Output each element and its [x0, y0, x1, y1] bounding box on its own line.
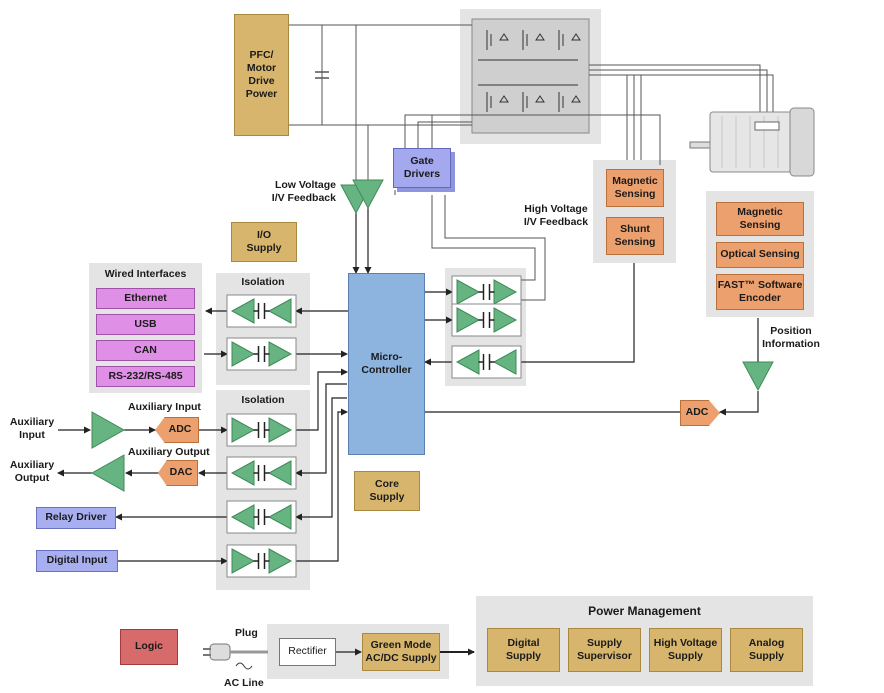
microcontroller: Micro- Controller	[348, 273, 425, 455]
auxiliary-input-label: Auxiliary Input	[9, 416, 55, 442]
isolator-4	[226, 500, 297, 534]
motor-icon	[689, 107, 815, 177]
isolation-capacitor-icon	[253, 346, 270, 362]
isolation-capacitor-icon	[253, 465, 270, 481]
lv-feedback-amp-2	[352, 179, 384, 210]
magnetic-sensing-position: Magnetic Sensing	[716, 202, 804, 236]
isolator-amp-icon	[492, 349, 517, 375]
pfc-motor-drive-power: PFC/ Motor Drive Power	[234, 14, 289, 136]
isolator-amp-icon	[231, 548, 256, 574]
analog-supply: Analog Supply	[730, 628, 803, 672]
isolation-capacitor-icon	[253, 422, 270, 438]
aux-output-dac: DAC	[158, 460, 198, 486]
supply-supervisor: Supply Supervisor	[568, 628, 641, 672]
isolator-amp-icon	[267, 298, 292, 324]
low-voltage-feedback-label: Low Voltage I/V Feedback	[271, 179, 336, 205]
isolator-amp-icon	[267, 504, 292, 530]
isolator-7	[451, 303, 522, 337]
shunt-sensing: Shunt Sensing	[606, 217, 664, 255]
isolator-2	[226, 413, 297, 447]
auxiliary-input-title: Auxiliary Input	[128, 401, 201, 413]
amplifiers	[90, 179, 774, 492]
isolator-1	[226, 337, 297, 371]
isolation-title-top: Isolation	[241, 276, 285, 288]
position-amp	[742, 361, 774, 392]
high-voltage-feedback-label: High Voltage I/V Feedback	[523, 203, 589, 229]
isolator-5	[226, 544, 297, 578]
can: CAN	[96, 340, 195, 361]
ethernet: Ethernet	[96, 288, 195, 309]
magnetic-sensing-current: Magnetic Sensing	[606, 169, 664, 207]
logic-block: Logic	[120, 629, 178, 665]
aux-input-adc: ADC	[155, 417, 199, 443]
digital-input: Digital Input	[36, 550, 118, 572]
inverter-bridge	[471, 18, 590, 134]
wired-interfaces-title: Wired Interfaces	[104, 268, 187, 280]
isolation-title-bottom: Isolation	[241, 394, 285, 406]
isolator-8	[451, 345, 522, 379]
isolator-amp-icon	[231, 417, 256, 443]
fast-software-encoder: FAST™ Software Encoder	[716, 274, 804, 310]
high-voltage-supply: High Voltage Supply	[649, 628, 722, 672]
auxiliary-output-title: Auxiliary Output	[128, 446, 210, 458]
isolator-6	[451, 275, 522, 309]
isolator-amp-icon	[456, 279, 481, 305]
aux-output-amp	[90, 454, 125, 492]
plug-icon	[203, 643, 268, 670]
isolator-amp-icon	[456, 307, 481, 333]
isolation-capacitor-icon	[253, 553, 270, 569]
gate-drivers: Gate Drivers	[393, 148, 451, 188]
isolation-capacitor-icon	[478, 284, 495, 300]
ac-line-label: AC Line	[224, 677, 264, 689]
power-management-title: Power Management	[588, 604, 701, 618]
isolation-capacitor-icon	[478, 312, 495, 328]
ac-wave-icon	[235, 662, 253, 670]
relay-driver: Relay Driver	[36, 507, 116, 529]
isolation-capacitor-icon	[253, 303, 270, 319]
green-mode-acdc-supply: Green Mode AC/DC Supply	[362, 633, 440, 671]
auxiliary-output-label: Auxiliary Output	[9, 459, 55, 485]
position-information-label: Position Information	[762, 325, 820, 351]
optical-sensing: Optical Sensing	[716, 242, 804, 268]
isolator-amp-icon	[231, 341, 256, 367]
plug-label: Plug	[235, 627, 258, 639]
igbt-switches	[478, 30, 581, 112]
rectifier: Rectifier	[279, 638, 336, 666]
core-supply: Core Supply	[354, 471, 420, 511]
digital-supply: Digital Supply	[487, 628, 560, 672]
aux-input-amp	[91, 411, 126, 449]
isolator-0	[226, 294, 297, 328]
usb: USB	[96, 314, 195, 335]
isolation-capacitor-icon	[478, 354, 495, 370]
isolation-capacitor-icon	[253, 509, 270, 525]
rs232-rs485: RS-232/RS-485	[96, 366, 195, 387]
isolator-amp-icon	[267, 460, 292, 486]
io-supply: I/O Supply	[231, 222, 297, 262]
isolator-3	[226, 456, 297, 490]
